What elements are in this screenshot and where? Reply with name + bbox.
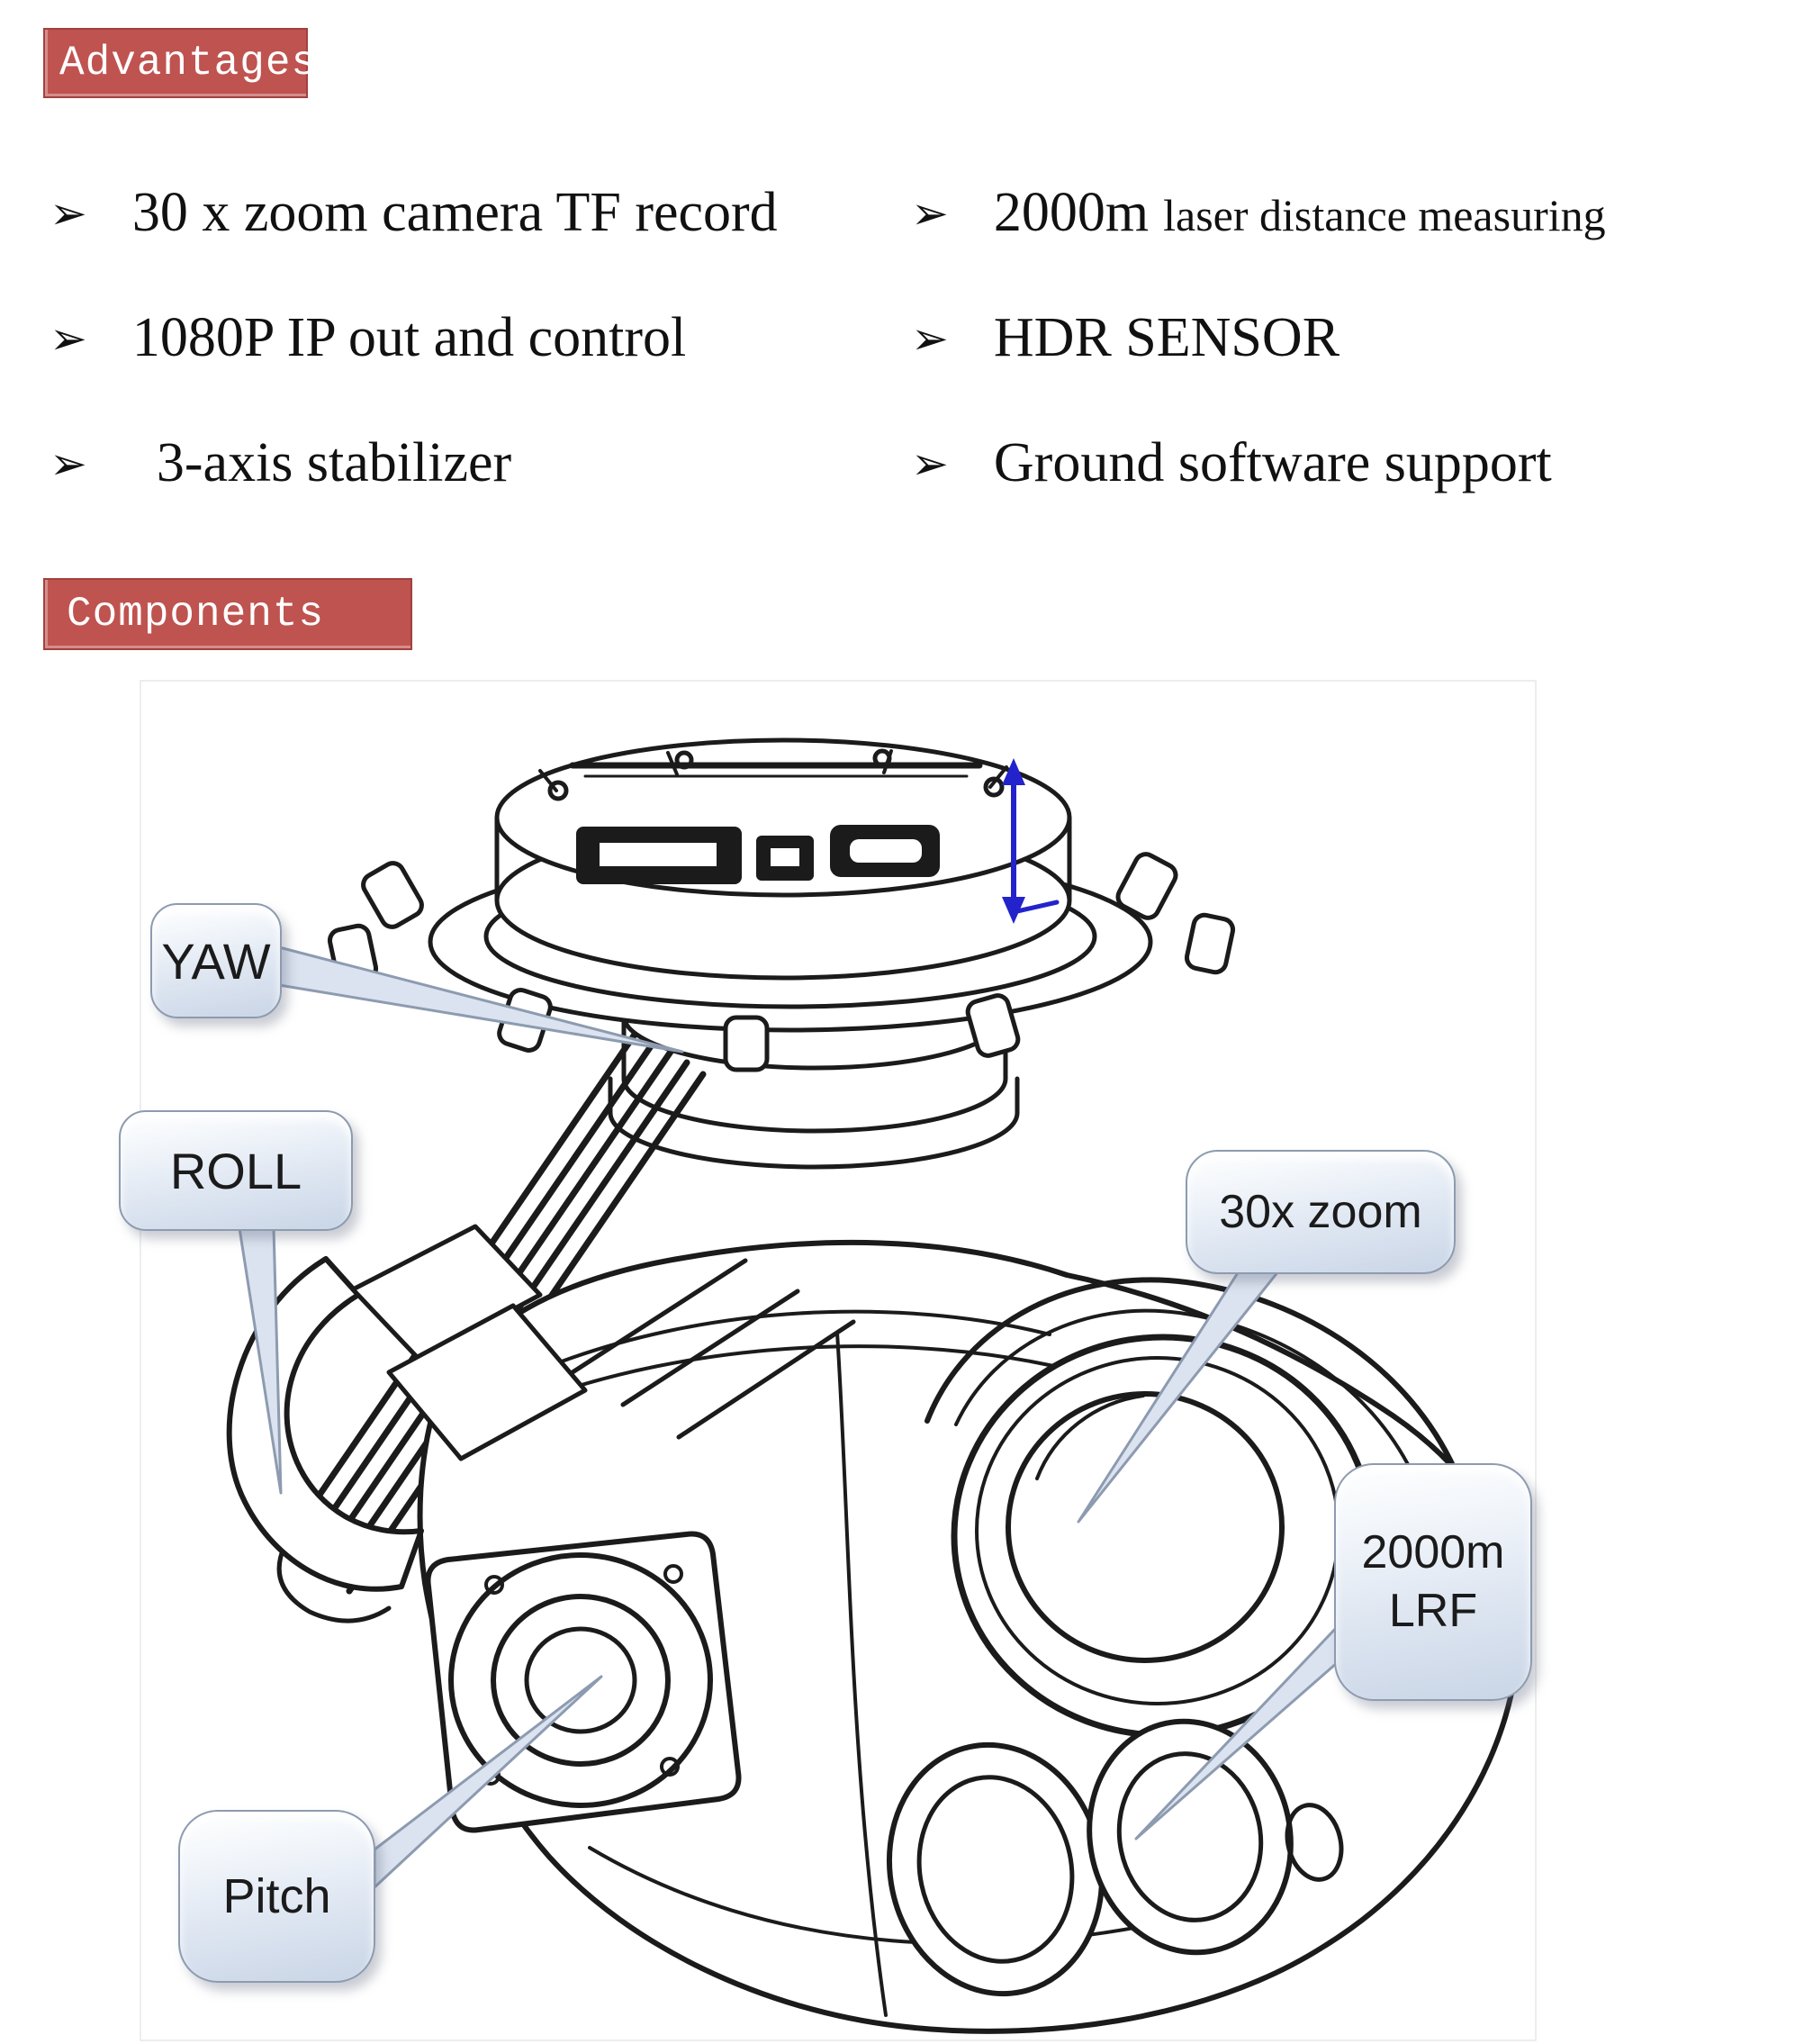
yaw-mount-drawing: [494, 737, 1072, 981]
advantage-text: 3-axis stabilizer: [156, 432, 512, 493]
connector-ports-drawing: [576, 825, 940, 884]
advantages-section-header: Advantages: [43, 28, 316, 98]
advantage-item-stabilizer: ➢ 3-axis stabilizer: [50, 430, 511, 498]
callout-2000m-lrf: 2000m LRF: [1334, 1463, 1532, 1701]
advantage-item-1080p: ➢ 1080P IP out and control: [50, 305, 686, 373]
lrf-label-line1: 2000m: [1361, 1526, 1505, 1578]
advantages-title: Advantages: [59, 40, 318, 86]
arrow-bullet-icon: ➢: [911, 438, 949, 490]
figure-frame: [140, 680, 1537, 2041]
advantage-item-hdr: ➢ HDR SENSOR: [911, 305, 1339, 373]
callout-30x-zoom: 30x zoom: [1186, 1150, 1456, 1274]
callout-yaw: YAW: [150, 903, 282, 1018]
zoom-label: 30x zoom: [1219, 1186, 1422, 1238]
zoom-lens-hood-drawing: [925, 1277, 1457, 1473]
pitch-label: Pitch: [222, 1869, 331, 1923]
components-section-header: Components: [43, 578, 412, 650]
callout-roll: ROLL: [119, 1110, 353, 1231]
advantage-text: HDR SENSOR: [993, 307, 1340, 368]
dimension-arrow: [1002, 758, 1060, 924]
advantage-item-ground-software: ➢ Ground software support: [911, 430, 1552, 498]
advantage-item-zoom-camera: ➢ 30 x zoom camera TF record: [50, 180, 778, 248]
arrow-bullet-icon: ➢: [911, 187, 949, 240]
advantage-text: 1080P IP out and control: [131, 307, 687, 368]
advantage-item-laser: ➢ 2000m laser distance measuring: [911, 180, 1606, 248]
roll-label: ROLL: [169, 1142, 302, 1199]
callout-pitch: Pitch: [178, 1810, 375, 1983]
zoom-lens-drawing: [951, 1334, 1376, 1739]
components-title: Components: [67, 591, 325, 638]
advantage-note: laser distance measuring: [1163, 190, 1606, 240]
arrow-bullet-icon: ➢: [50, 312, 87, 365]
arrow-bullet-icon: ➢: [50, 187, 87, 240]
advantage-text: 2000m: [993, 182, 1150, 243]
yoke-fins-drawing: [570, 1258, 856, 1440]
lrf-lens-drawing: [886, 1718, 1344, 1997]
lrf-label-line2: LRF: [1388, 1585, 1478, 1637]
arrow-bullet-icon: ➢: [911, 312, 949, 365]
advantage-text: Ground software support: [993, 432, 1552, 493]
yaw-label: YAW: [161, 932, 271, 990]
advantage-text: 30 x zoom camera TF record: [131, 182, 778, 243]
arrow-bullet-icon: ➢: [50, 438, 87, 490]
